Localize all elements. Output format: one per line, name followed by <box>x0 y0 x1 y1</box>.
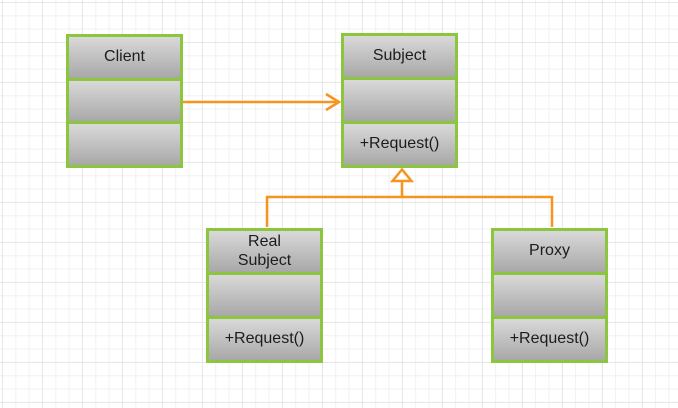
generalization-triangle-icon <box>389 167 415 183</box>
class-title-compartment[interactable]: Subject <box>344 36 455 77</box>
class-box-client[interactable]: Client <box>66 34 183 168</box>
methods-text: +Request() <box>509 330 590 348</box>
attributes-compartment[interactable] <box>69 80 180 122</box>
class-box-real-subject[interactable]: Real Subject +Request() <box>206 228 323 363</box>
attributes-compartment[interactable] <box>494 275 605 316</box>
class-title-compartment[interactable]: Client <box>69 37 180 78</box>
class-title-compartment[interactable]: Proxy <box>494 231 605 272</box>
class-title-compartment[interactable]: Real Subject <box>209 231 320 272</box>
class-box-proxy[interactable]: Proxy +Request() <box>491 228 608 363</box>
class-box-subject[interactable]: Subject +Request() <box>341 33 458 168</box>
open-arrowhead-icon <box>325 92 342 112</box>
attributes-compartment[interactable] <box>344 80 455 121</box>
methods-text: +Request() <box>224 330 305 348</box>
methods-compartment[interactable]: +Request() <box>209 319 320 360</box>
association-arrow-client-subject[interactable] <box>183 92 342 112</box>
attributes-compartment[interactable] <box>209 275 320 316</box>
methods-compartment[interactable]: +Request() <box>494 319 605 360</box>
class-name: Proxy <box>529 242 570 260</box>
generalization-connector[interactable] <box>265 167 554 228</box>
class-name: Real Subject <box>237 233 292 269</box>
methods-compartment[interactable]: +Request() <box>344 124 455 165</box>
methods-text: +Request() <box>359 135 440 153</box>
class-name: Client <box>104 48 145 66</box>
class-name: Subject <box>372 47 427 65</box>
methods-compartment[interactable] <box>69 124 180 166</box>
